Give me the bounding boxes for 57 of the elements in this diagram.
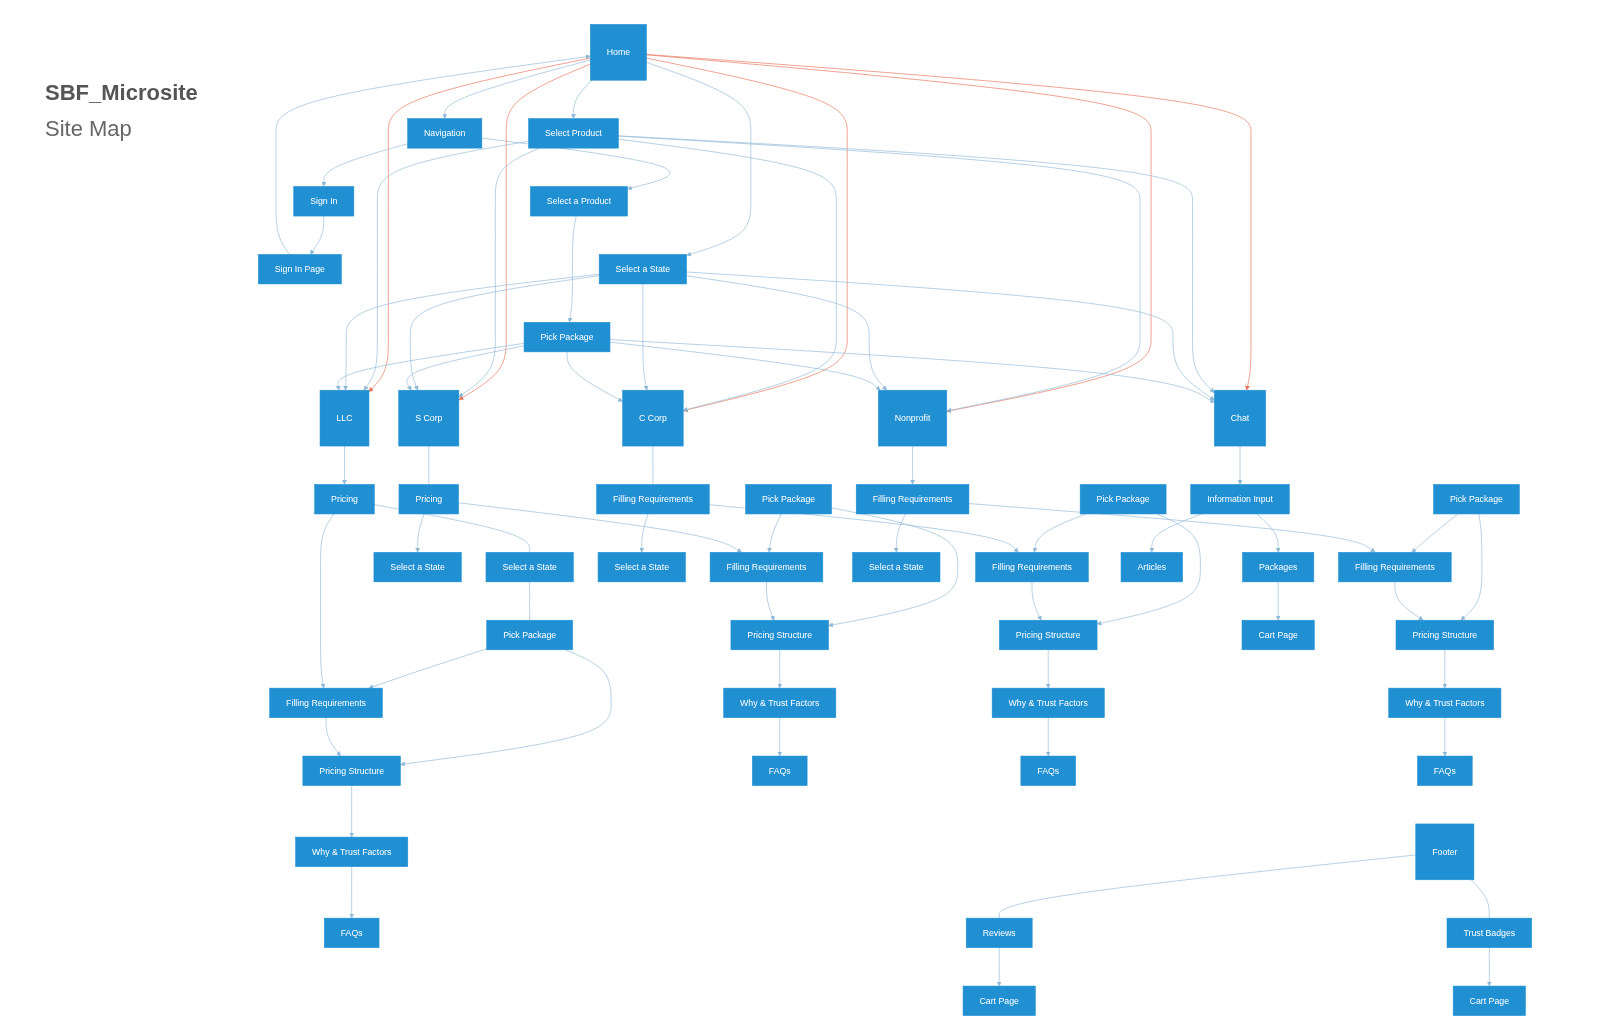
node-box: Filling Requirements xyxy=(855,484,970,515)
node-box: FAQs xyxy=(1417,755,1473,786)
node-box: Navigation xyxy=(407,118,483,149)
node-box: Filling Requirements xyxy=(596,484,710,515)
node-box: Select a State xyxy=(852,552,941,583)
node-box: Pricing xyxy=(398,484,459,515)
node-box: Pick Package xyxy=(1433,484,1520,515)
node-box: Articles xyxy=(1120,552,1183,583)
node-box: Filling Requirements xyxy=(975,552,1089,583)
node-box: Pick Package xyxy=(523,322,611,353)
node-box: Reviews xyxy=(965,917,1033,948)
node-box: FAQs xyxy=(1020,755,1076,786)
node-box: Select a State xyxy=(373,552,462,583)
node-box: Home xyxy=(590,24,647,81)
node-box: Select a State xyxy=(597,552,686,583)
node-box: Why & Trust Factors xyxy=(991,687,1105,718)
node-box: Sign In xyxy=(293,186,355,217)
node-box: Pricing Structure xyxy=(730,619,829,651)
node-box: FAQs xyxy=(752,755,808,786)
node-box: S Corp xyxy=(398,389,460,447)
node-box: Why & Trust Factors xyxy=(295,836,409,867)
node-box: Pick Package xyxy=(486,619,573,651)
node-box: Nonprofit xyxy=(878,389,948,447)
connector xyxy=(428,445,430,485)
node-box: Filling Requirements xyxy=(1338,552,1452,583)
node-box: Pick Package xyxy=(1079,484,1167,515)
diagram-subtitle: Site Map xyxy=(45,116,133,142)
connector xyxy=(652,445,654,485)
node-box: Select a Product xyxy=(530,186,628,217)
node-box: Cart Page xyxy=(962,985,1036,1016)
node-box: Pricing Structure xyxy=(1395,619,1494,651)
node-box: Sign In Page xyxy=(258,254,342,285)
connector xyxy=(998,854,1417,919)
node-box: Filling Requirements xyxy=(709,552,824,583)
diagram-title: SBF_Microsite xyxy=(45,80,198,106)
node-box: Cart Page xyxy=(1452,985,1526,1016)
node-box: Why & Trust Factors xyxy=(723,687,837,718)
node-box: Cart Page xyxy=(1241,619,1315,651)
node-box: Select Product xyxy=(528,118,619,149)
node-box: Pricing Structure xyxy=(302,755,401,786)
node-box: Pricing Structure xyxy=(999,619,1098,651)
connector xyxy=(1470,879,1490,919)
node-box: Footer xyxy=(1415,823,1475,881)
node-box: Packages xyxy=(1242,552,1315,583)
node-box: Select a State xyxy=(485,552,574,583)
node-box: C Corp xyxy=(622,389,684,447)
node-box: Why & Trust Factors xyxy=(1388,687,1502,718)
node-box: Pick Package xyxy=(745,484,832,515)
node-box: FAQs xyxy=(324,917,380,948)
node-box: Filling Requirements xyxy=(269,687,383,718)
node-box: Select a State xyxy=(598,254,687,285)
node-box: Information Input xyxy=(1190,484,1290,515)
connector xyxy=(529,581,531,621)
node-box: Chat xyxy=(1214,389,1266,447)
node-box: Trust Badges xyxy=(1446,917,1532,948)
node-box: Pricing xyxy=(314,484,375,515)
node-box: LLC xyxy=(319,389,370,447)
